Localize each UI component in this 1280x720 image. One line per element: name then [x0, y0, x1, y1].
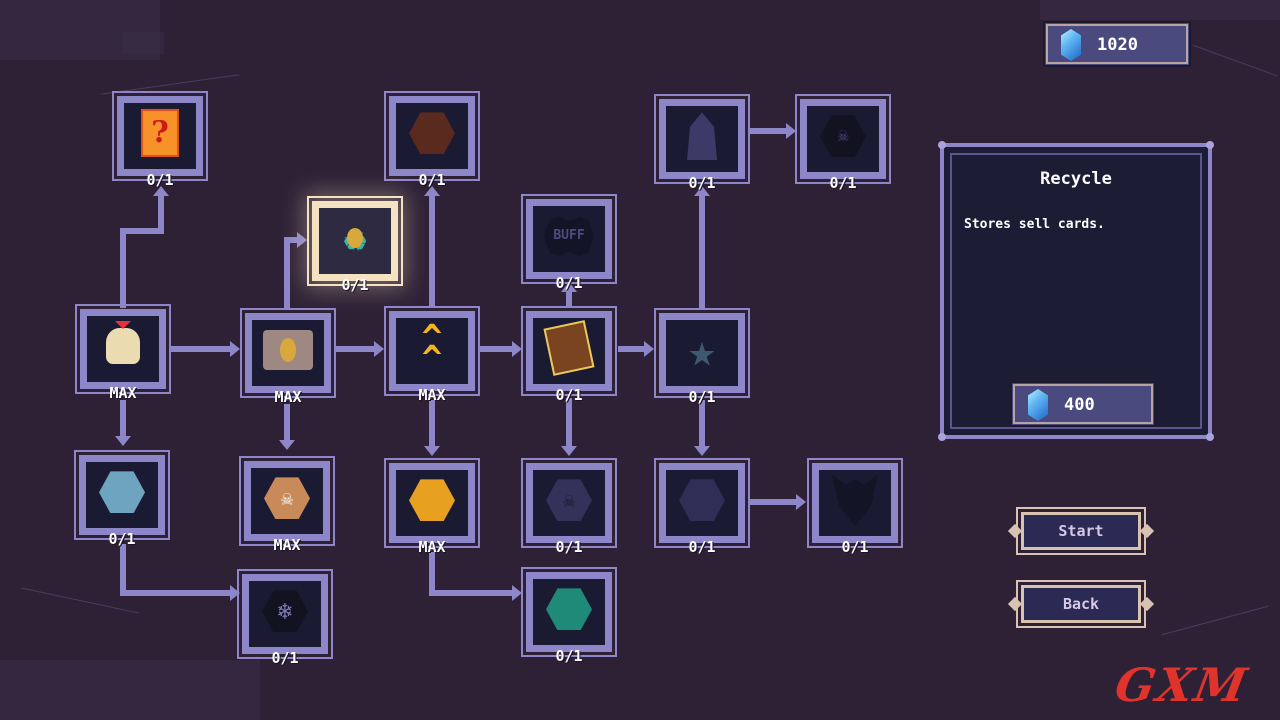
shadow-skull-hexagon-icon: ☠	[546, 479, 592, 522]
skill-cost: 400	[1010, 381, 1156, 427]
node-level: 0/1	[688, 174, 716, 192]
cost-amount: 400	[1064, 395, 1095, 415]
coin-icon	[280, 338, 296, 363]
blue-crystal-icon	[1061, 29, 1081, 61]
skill-node-tome[interactable]: 0/1	[521, 306, 617, 404]
skill-title: Recycle	[1040, 169, 1112, 189]
skill-node-buff[interactable]: BUFF 0/1	[521, 194, 617, 292]
skull-icon	[106, 328, 140, 365]
node-level: 0/1	[555, 274, 583, 292]
skill-node-rank-up[interactable]: ^^ MAX	[384, 306, 480, 404]
snowflake-hexagon-icon: ❄	[262, 590, 308, 633]
node-level: 0/1	[108, 530, 136, 548]
watermark-logo: GXM	[1111, 658, 1253, 712]
node-level: 0/1	[555, 647, 583, 665]
skill-node-snowflake[interactable]: ❄ 0/1	[237, 569, 333, 667]
spell-book-icon	[543, 320, 595, 377]
skill-node-star[interactable]: ★ 0/1	[654, 308, 750, 406]
node-level: 0/1	[555, 386, 583, 404]
skill-detail-panel: Recycle Stores sell cards. 400	[938, 141, 1214, 441]
teal-gem-hexagon-icon	[546, 588, 592, 631]
node-level: 0/1	[418, 171, 446, 189]
node-level: 0/1	[271, 649, 299, 667]
node-level: MAX	[274, 388, 302, 406]
skill-node-dark-crystal[interactable]: 0/1	[654, 94, 750, 192]
red-marker-icon	[115, 321, 131, 330]
back-button-label: Back	[1062, 595, 1100, 613]
node-level: MAX	[109, 384, 137, 402]
skill-node-skull-hex[interactable]: ☠ 0/1	[795, 94, 891, 192]
skill-node-teal-gem[interactable]: 0/1	[521, 567, 617, 665]
skill-node-skull[interactable]: MAX	[75, 304, 171, 402]
golden-emblem-hexagon-icon	[409, 479, 455, 522]
currency-counter: 1020	[1043, 21, 1191, 67]
skill-node-golden-emblem[interactable]: MAX	[384, 458, 480, 556]
node-level: 0/1	[341, 276, 369, 294]
star-icon: ★	[688, 323, 716, 378]
back-button[interactable]: Back	[1007, 580, 1155, 628]
node-level: 0/1	[829, 174, 857, 192]
node-level: 0/1	[555, 538, 583, 556]
skill-description: Stores sell cards.	[964, 217, 1105, 232]
skill-node-recycle[interactable]: ♻ 0/1	[307, 196, 403, 294]
coin-icon	[347, 228, 363, 249]
moth-hexagon-icon	[679, 479, 725, 522]
dark-crystal-icon	[687, 112, 717, 161]
rainbow-skull-hexagon-icon: ☠	[264, 477, 310, 520]
dragon-head-icon	[832, 474, 878, 527]
skill-node-brick-hex[interactable]: 0/1	[384, 91, 480, 189]
node-level: MAX	[418, 538, 446, 556]
double-chevron-up-icon: ^^	[421, 317, 443, 379]
skill-node-chest[interactable]: MAX	[240, 308, 336, 406]
brick-hexagon-icon	[409, 112, 455, 155]
node-level: 0/1	[146, 171, 174, 189]
skill-node-rainbow-skull[interactable]: ☠ MAX	[239, 456, 335, 554]
currency-amount: 1020	[1097, 35, 1138, 55]
node-level: 0/1	[841, 538, 869, 556]
ice-seal-hexagon-icon	[99, 471, 145, 514]
question-card-icon: ?	[141, 109, 179, 158]
node-level: MAX	[273, 536, 301, 554]
skill-node-dragon[interactable]: 0/1	[807, 458, 903, 556]
skill-node-shadow-skull[interactable]: ☠ 0/1	[521, 458, 617, 556]
node-level: 0/1	[688, 538, 716, 556]
skill-node-moth[interactable]: 0/1	[654, 458, 750, 556]
blue-crystal-icon	[1028, 389, 1048, 421]
start-button[interactable]: Start	[1007, 507, 1155, 555]
skull-hexagon-icon: ☠	[820, 115, 866, 158]
start-button-label: Start	[1058, 522, 1104, 540]
node-level: MAX	[418, 386, 446, 404]
skill-node-mystery-card[interactable]: ? 0/1	[112, 91, 208, 189]
node-level: 0/1	[688, 388, 716, 406]
skill-node-frost-seal[interactable]: 0/1	[74, 450, 170, 548]
buff-badge-icon: BUFF	[544, 216, 594, 257]
